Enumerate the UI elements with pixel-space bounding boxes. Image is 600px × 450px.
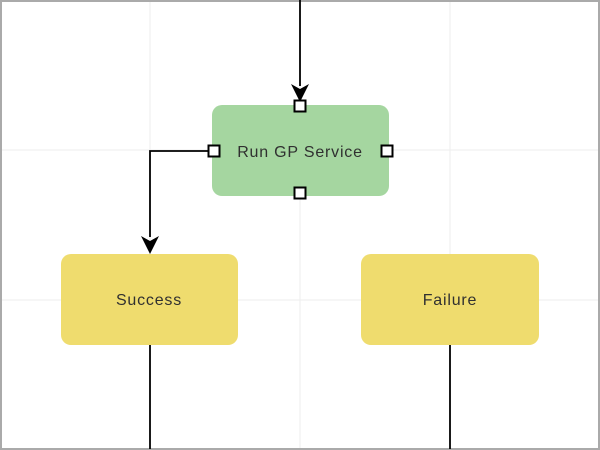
selection-handle-top[interactable] <box>293 99 307 113</box>
connector-run-gp-service-to-success[interactable] <box>141 150 214 254</box>
node-label: Success <box>116 292 182 309</box>
node-run-gp-service[interactable]: Run GP Service <box>212 105 389 196</box>
selection-handle-right[interactable] <box>380 144 394 158</box>
node-shape[interactable] <box>61 254 238 345</box>
node-failure[interactable]: Failure <box>361 254 539 345</box>
arrowhead-icon <box>141 236 159 254</box>
connector-line[interactable] <box>149 150 214 237</box>
node-label: Failure <box>423 292 478 309</box>
arrowhead-icon <box>291 84 309 102</box>
node-label: Run GP Service <box>237 144 363 161</box>
node-shape[interactable] <box>361 254 539 345</box>
node-shape[interactable] <box>212 105 389 196</box>
selection-handle-left[interactable] <box>207 144 221 158</box>
connector-incoming-top[interactable] <box>291 0 309 102</box>
node-success[interactable]: Success <box>61 254 238 345</box>
selection-handle-bottom[interactable] <box>293 186 307 200</box>
